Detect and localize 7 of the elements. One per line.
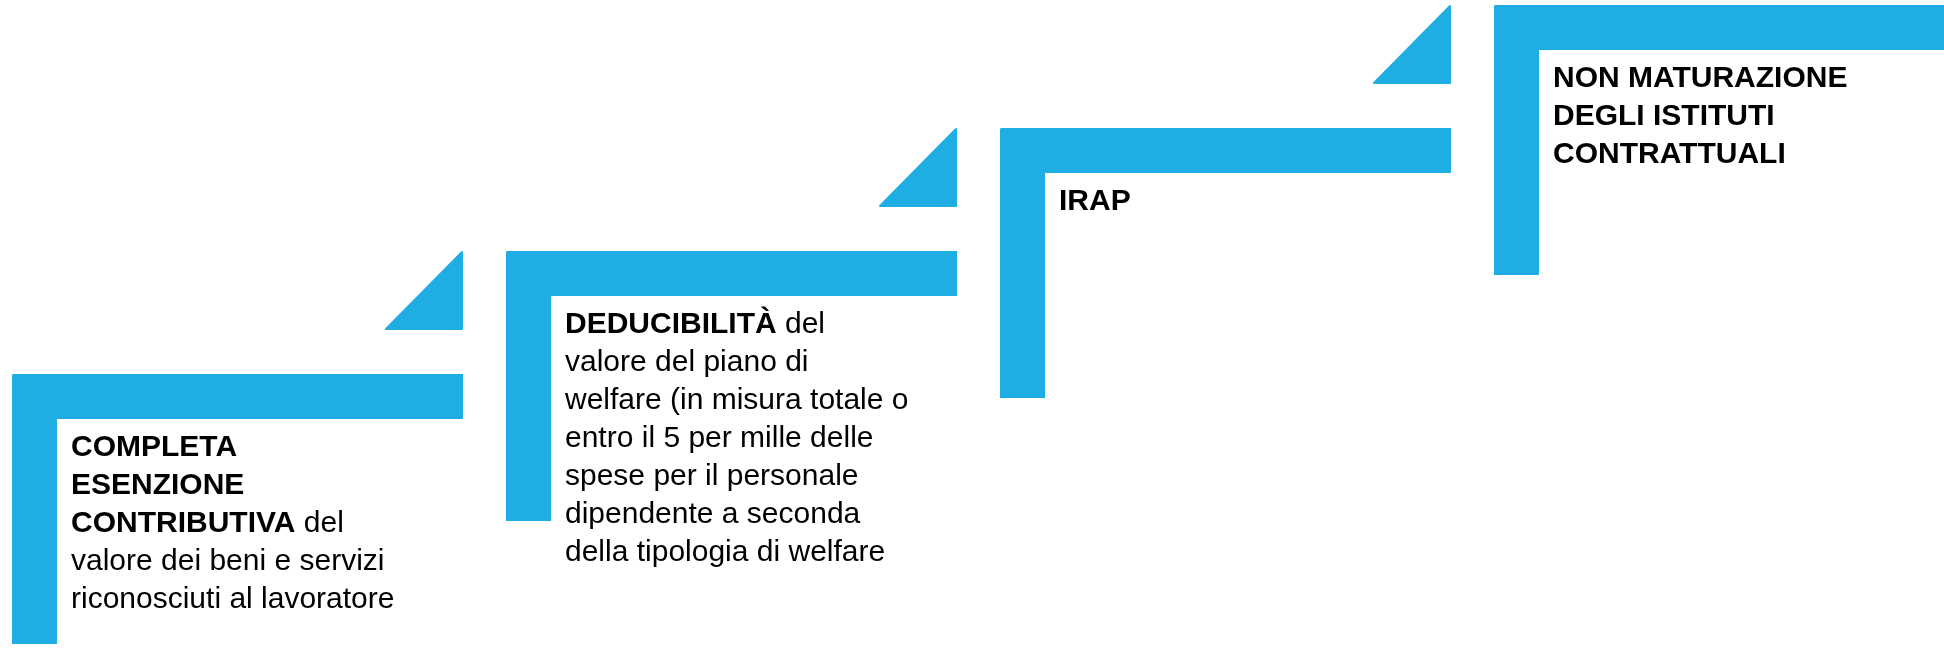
step-text: COMPLETA ESENZIONE CONTRIBUTIVA del valore dei beni e servizi riconosciuti al lavoratore xyxy=(71,428,396,616)
step-text: DEDUCIBILITÀ del valore del piano di welfare (in misura totale o entro il 5 per mille delle spese per il personale dipendente a seconda della tipologia di welfare xyxy=(565,305,910,569)
step-shape xyxy=(12,374,463,644)
step-text: NON MATURAZIONE DEGLI ISTITUTI CONTRATTUALI xyxy=(1553,59,1849,171)
step-text: IRAP xyxy=(1059,182,1132,218)
step-shape xyxy=(1494,5,1944,275)
step-shape xyxy=(1000,128,1451,398)
